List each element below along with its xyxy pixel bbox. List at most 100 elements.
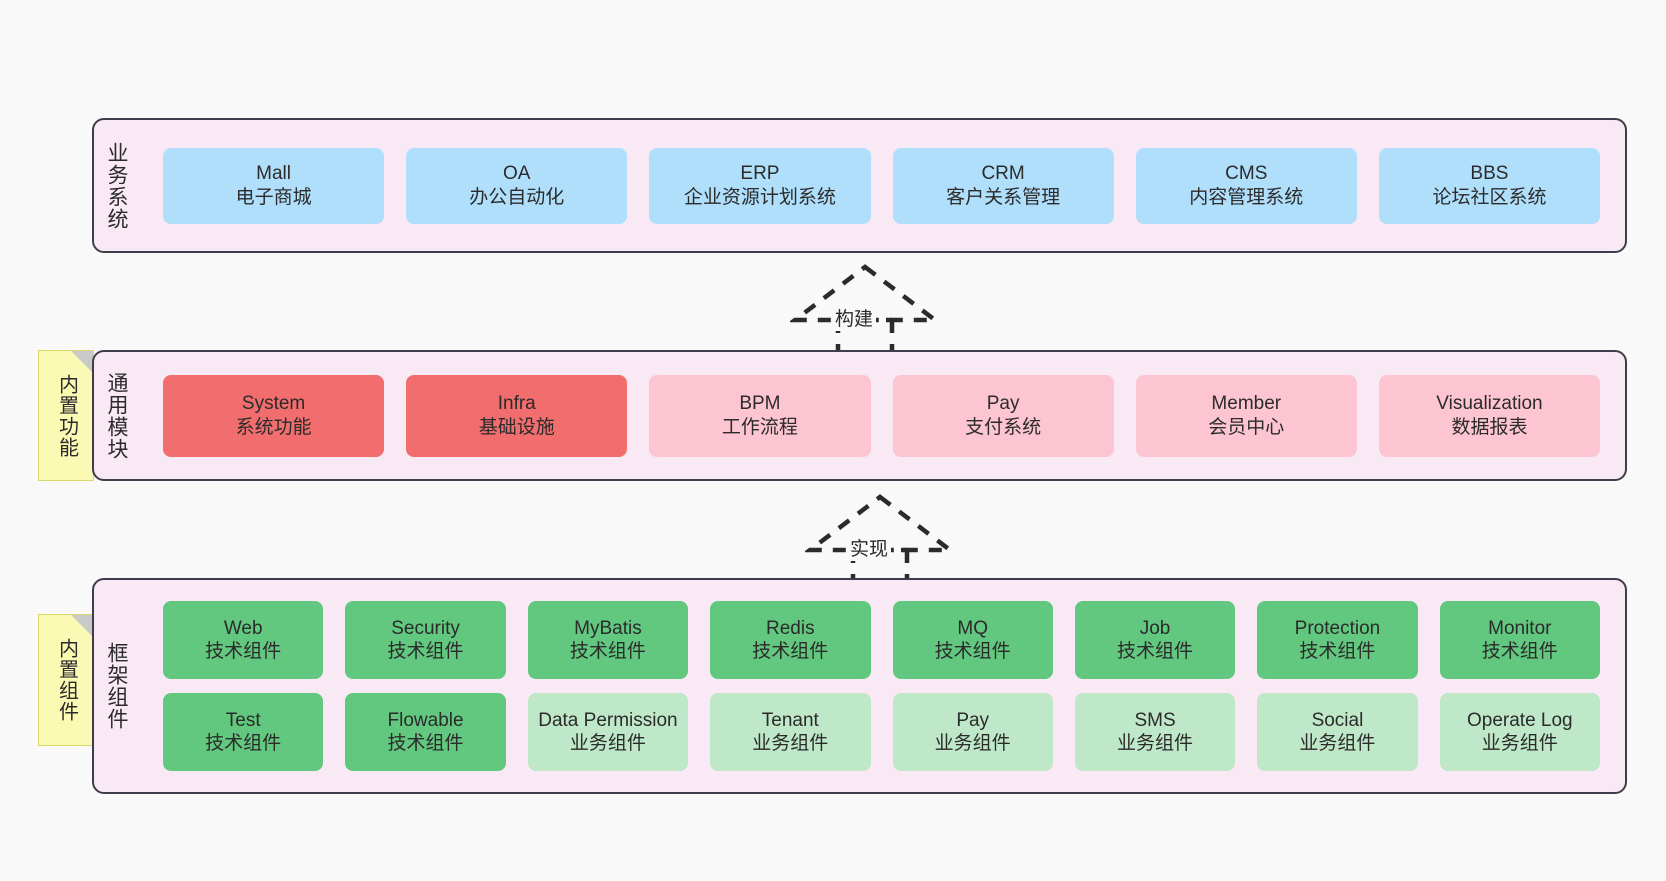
card-subtitle: 技术组件 xyxy=(205,733,282,754)
card-title: Member xyxy=(1211,393,1282,415)
layer-body-business-system: Mall 电子商城 OA 办公自动化 ERP 企业资源计划系统 CRM 客户关系… xyxy=(138,120,1625,251)
card-row: Test 技术组件 Flowable 技术组件 Data Permission … xyxy=(152,693,1611,771)
card-subtitle: 支付系统 xyxy=(965,416,1042,438)
card-subtitle: 会员中心 xyxy=(1208,416,1285,438)
card-social[interactable]: Social 业务组件 xyxy=(1257,693,1418,771)
card-mall[interactable]: Mall 电子商城 xyxy=(163,147,385,224)
card-member[interactable]: Member 会员中心 xyxy=(1135,374,1357,457)
card-subtitle: 系统功能 xyxy=(235,416,312,438)
card-subtitle: 技术组件 xyxy=(387,733,464,754)
card-title: Mall xyxy=(256,163,291,185)
card-title: Test xyxy=(225,709,261,731)
card-subtitle: 工作流程 xyxy=(721,416,798,438)
card-tenant[interactable]: Tenant 业务组件 xyxy=(710,693,871,771)
note-builtin-component: 内置组件 xyxy=(38,614,94,746)
card-row: System 系统功能 Infra 基础设施 BPM 工作流程 Pay 支付系统… xyxy=(152,374,1611,457)
layer-body-framework-component: Web 技术组件 Security 技术组件 MyBatis 技术组件 Redi… xyxy=(138,580,1625,792)
card-visualization[interactable]: Visualization 数据报表 xyxy=(1378,374,1601,457)
card-title: MQ xyxy=(957,617,988,639)
card-pay-business[interactable]: Pay 业务组件 xyxy=(892,693,1053,771)
card-title: SMS xyxy=(1134,709,1176,731)
card-title: System xyxy=(241,393,306,415)
card-row: Mall 电子商城 OA 办公自动化 ERP 企业资源计划系统 CRM 客户关系… xyxy=(152,147,1611,224)
card-security[interactable]: Security 技术组件 xyxy=(345,601,506,679)
card-title: Security xyxy=(391,617,460,639)
card-title: ERP xyxy=(740,163,780,185)
card-subtitle: 技术组件 xyxy=(1117,641,1194,662)
arrow-implement-label: 实现 xyxy=(847,534,892,561)
card-title: OA xyxy=(503,163,531,185)
card-subtitle: 技术组件 xyxy=(752,641,829,662)
card-subtitle: 技术组件 xyxy=(387,641,464,662)
card-monitor[interactable]: Monitor 技术组件 xyxy=(1439,601,1600,679)
card-bpm[interactable]: BPM 工作流程 xyxy=(649,374,871,457)
layer-business-system: 业务系统 Mall 电子商城 OA 办公自动化 ERP 企业资源计划系统 CRM… xyxy=(92,118,1627,253)
card-subtitle: 企业资源计划系统 xyxy=(683,186,836,208)
card-system[interactable]: System 系统功能 xyxy=(163,374,385,457)
card-mybatis[interactable]: MyBatis 技术组件 xyxy=(527,601,689,679)
card-title: Infra xyxy=(497,393,536,415)
card-title: Pay xyxy=(956,709,990,731)
card-title: Visualization xyxy=(1436,393,1543,415)
card-title: Job xyxy=(1139,617,1171,639)
card-subtitle: 基础设施 xyxy=(478,416,555,438)
card-subtitle: 技术组件 xyxy=(1481,641,1558,662)
note-label: 内置组件 xyxy=(55,638,78,722)
card-sms[interactable]: SMS 业务组件 xyxy=(1074,693,1236,771)
card-oa[interactable]: OA 办公自动化 xyxy=(406,147,628,224)
card-subtitle: 业务组件 xyxy=(1481,733,1558,754)
card-subtitle: 内容管理系统 xyxy=(1189,186,1304,208)
card-title: Pay xyxy=(986,393,1020,415)
card-erp[interactable]: ERP 企业资源计划系统 xyxy=(649,147,871,224)
card-subtitle: 业务组件 xyxy=(934,733,1011,754)
card-subtitle: 客户关系管理 xyxy=(946,186,1061,208)
card-subtitle: 业务组件 xyxy=(569,733,646,754)
card-subtitle: 业务组件 xyxy=(1299,733,1376,754)
card-title: CRM xyxy=(981,163,1025,185)
card-infra[interactable]: Infra 基础设施 xyxy=(406,374,628,457)
card-redis[interactable]: Redis 技术组件 xyxy=(710,601,871,679)
layer-title-common-module: 通用模块 xyxy=(105,371,129,460)
card-subtitle: 技术组件 xyxy=(569,641,646,662)
note-builtin-feature: 内置功能 xyxy=(38,350,94,481)
card-title: Web xyxy=(223,617,263,639)
layer-framework-component: 框架组件 Web 技术组件 Security 技术组件 MyBatis 技术组件… xyxy=(92,578,1627,794)
card-subtitle: 电子商城 xyxy=(235,186,312,208)
card-flowable[interactable]: Flowable 技术组件 xyxy=(345,693,506,771)
card-bbs[interactable]: BBS 论坛社区系统 xyxy=(1378,147,1601,224)
card-title: CMS xyxy=(1225,163,1268,185)
card-title: Redis xyxy=(766,617,815,639)
card-subtitle: 业务组件 xyxy=(1117,733,1194,754)
card-subtitle: 技术组件 xyxy=(205,641,282,662)
layer-title-business-system: 业务系统 xyxy=(105,141,129,230)
card-title: MyBatis xyxy=(574,617,642,639)
card-operate-log[interactable]: Operate Log 业务组件 xyxy=(1439,693,1600,771)
card-subtitle: 技术组件 xyxy=(934,641,1011,662)
card-subtitle: 业务组件 xyxy=(752,733,829,754)
card-web[interactable]: Web 技术组件 xyxy=(163,601,324,679)
card-subtitle: 技术组件 xyxy=(1299,641,1376,662)
card-title: Operate Log xyxy=(1466,709,1573,731)
card-test[interactable]: Test 技术组件 xyxy=(163,693,324,771)
card-cms[interactable]: CMS 内容管理系统 xyxy=(1135,147,1357,224)
note-label: 内置功能 xyxy=(55,373,78,458)
card-title: Data Permission xyxy=(538,709,678,731)
arrow-implement: 实现 xyxy=(805,492,955,584)
card-subtitle: 论坛社区系统 xyxy=(1432,186,1547,208)
card-job[interactable]: Job 技术组件 xyxy=(1074,601,1236,679)
card-data-permission[interactable]: Data Permission 业务组件 xyxy=(527,693,689,771)
card-title: Monitor xyxy=(1488,617,1552,639)
card-title: BPM xyxy=(739,393,781,415)
layer-common-module: 通用模块 System 系统功能 Infra 基础设施 BPM 工作流程 Pay… xyxy=(92,350,1627,481)
card-crm[interactable]: CRM 客户关系管理 xyxy=(892,147,1114,224)
arrow-build: 构建 xyxy=(790,262,940,354)
layer-title-framework-component: 框架组件 xyxy=(105,642,129,730)
card-mq[interactable]: MQ 技术组件 xyxy=(892,601,1053,679)
card-row: Web 技术组件 Security 技术组件 MyBatis 技术组件 Redi… xyxy=(152,601,1611,679)
card-title: Social xyxy=(1311,709,1364,731)
card-pay[interactable]: Pay 支付系统 xyxy=(892,374,1114,457)
card-protection[interactable]: Protection 技术组件 xyxy=(1257,601,1418,679)
layer-body-common-module: System 系统功能 Infra 基础设施 BPM 工作流程 Pay 支付系统… xyxy=(138,352,1625,479)
card-title: Flowable xyxy=(387,709,464,731)
